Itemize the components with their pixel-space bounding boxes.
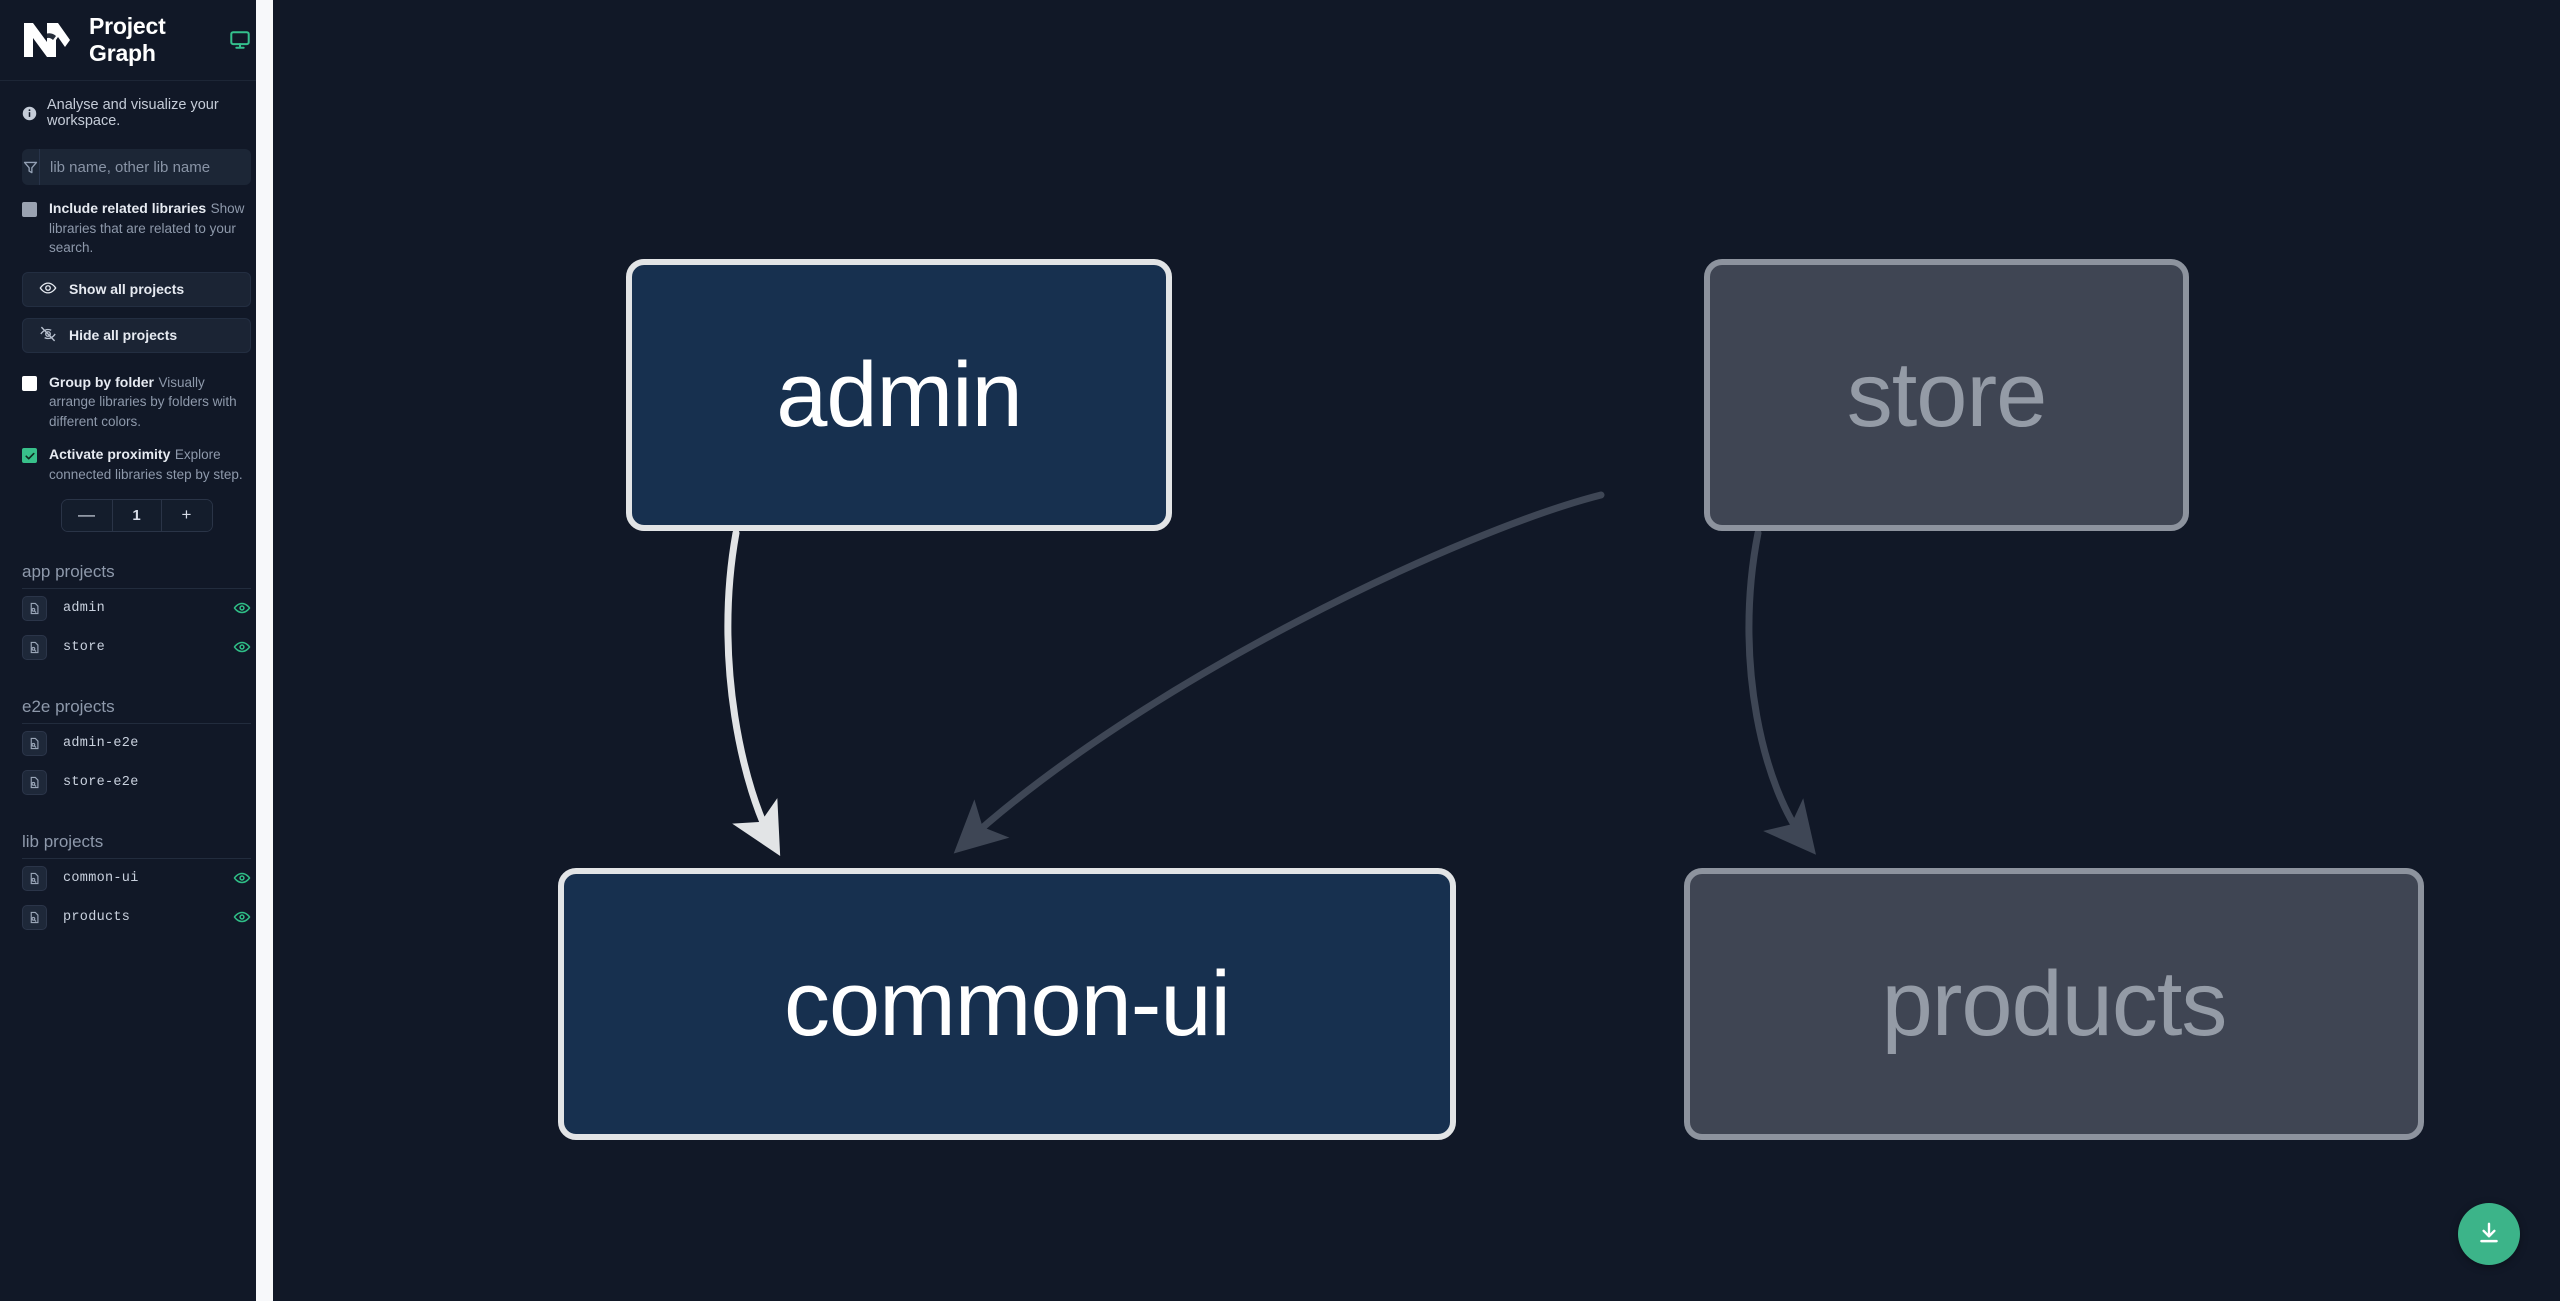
option-activate-proximity[interactable]: Activate proximity Explore connected lib… (0, 431, 273, 484)
project-file-icon (22, 634, 47, 660)
edge-store-to-common-ui (953, 491, 1605, 854)
monitor-icon[interactable] (229, 29, 251, 51)
show-all-projects-button[interactable]: Show all projects (22, 271, 251, 307)
option-description: Show libraries that are related to your … (49, 201, 245, 256)
project-file-icon (22, 595, 47, 621)
divider (22, 587, 251, 589)
project-file-icon (22, 769, 47, 795)
option-label: Include related libraries (49, 200, 207, 216)
eye-off-icon (39, 325, 57, 346)
show-all-projects-label: Show all projects (69, 281, 185, 298)
project-row-admin-e2e[interactable]: admin-e2e (0, 724, 273, 763)
graph-node-store[interactable]: store (1704, 259, 2189, 531)
info-icon (22, 106, 37, 121)
sidebar-subtitle: Analyse and visualize your workspace. (0, 81, 273, 139)
eye-icon (39, 279, 57, 300)
search-box[interactable] (22, 149, 251, 185)
group-title-app-projects: app projects (22, 561, 115, 581)
project-name: store (63, 639, 106, 655)
option-include-related-libraries[interactable]: Include related libraries Show libraries… (0, 185, 273, 258)
include-related-libraries-checkbox[interactable] (22, 202, 37, 217)
project-name: admin-e2e (63, 735, 139, 751)
project-file-icon (22, 904, 47, 930)
project-row-products[interactable]: products (0, 898, 273, 937)
visibility-buttons: Show all projects Hide all projects (0, 258, 273, 353)
eye-visible-icon[interactable] (233, 599, 251, 617)
divider (22, 857, 251, 859)
download-graph-button[interactable] (2458, 1203, 2520, 1265)
graph-node-label: products (1881, 953, 2228, 1055)
option-label: Activate proximity (49, 446, 171, 463)
hide-all-projects-label: Hide all projects (69, 327, 178, 344)
eye-visible-icon[interactable] (233, 869, 251, 887)
search-row (0, 139, 273, 185)
graph-node-admin[interactable]: admin (626, 259, 1172, 531)
project-name: admin (63, 600, 106, 616)
download-icon (2476, 1220, 2502, 1249)
project-name: common-ui (63, 870, 139, 886)
graph-node-common-ui[interactable]: common-ui (558, 868, 1456, 1140)
edge-store-to-products (1745, 529, 1816, 855)
graph-canvas[interactable]: admin store common-ui products (273, 0, 2560, 1301)
hide-all-projects-button[interactable]: Hide all projects (22, 317, 251, 353)
graph-node-label: common-ui (783, 953, 1231, 1055)
eye-visible-icon[interactable] (233, 908, 251, 926)
group-title-e2e-projects: e2e projects (22, 696, 115, 716)
sidebar-header: Project Graph (0, 0, 273, 81)
divider (22, 722, 251, 724)
option-description: Explore connected libraries step by step… (49, 447, 243, 482)
option-group-by-folder[interactable]: Group by folder Visually arrange librari… (0, 353, 273, 432)
group-by-folder-checkbox[interactable] (22, 375, 37, 391)
filter-funnel-icon (22, 149, 40, 185)
project-name: store-e2e (63, 774, 139, 790)
project-row-store-e2e[interactable]: store-e2e (0, 763, 273, 802)
eye-visible-icon[interactable] (233, 638, 251, 656)
graph-node-products[interactable]: products (1684, 868, 2424, 1140)
sidebar-scrollbar[interactable] (256, 0, 273, 1301)
project-row-store[interactable]: store (0, 628, 273, 667)
activate-proximity-checkbox[interactable] (22, 448, 37, 464)
search-input[interactable] (40, 149, 251, 185)
project-row-admin[interactable]: admin (0, 589, 273, 628)
sidebar-subtitle-text: Analyse and visualize your workspace. (47, 97, 219, 129)
group-title-lib-projects: lib projects (22, 831, 104, 851)
option-description: Visually arrange libraries by folders wi… (49, 374, 237, 429)
nx-logo-icon (22, 19, 70, 61)
project-row-common-ui[interactable]: common-ui (0, 859, 273, 898)
page-title: Project Graph (89, 13, 166, 66)
graph-edges (724, 491, 1816, 856)
graph-node-label: admin (776, 344, 1023, 446)
project-file-icon (22, 865, 47, 891)
proximity-decrement-button[interactable]: — (61, 499, 112, 531)
graph-node-label: store (1846, 344, 2048, 446)
project-name: products (63, 909, 131, 925)
proximity-increment-button[interactable]: + (161, 499, 212, 531)
proximity-value: 1 (111, 499, 162, 531)
edge-admin-to-common-ui (724, 529, 781, 856)
proximity-stepper-wrap: — 1 + (0, 485, 273, 532)
sidebar: Project Graph Analyse and visualize your… (0, 0, 273, 1301)
option-label: Group by folder (49, 373, 154, 390)
project-file-icon (22, 730, 47, 756)
proximity-stepper[interactable]: — 1 + (60, 498, 213, 532)
